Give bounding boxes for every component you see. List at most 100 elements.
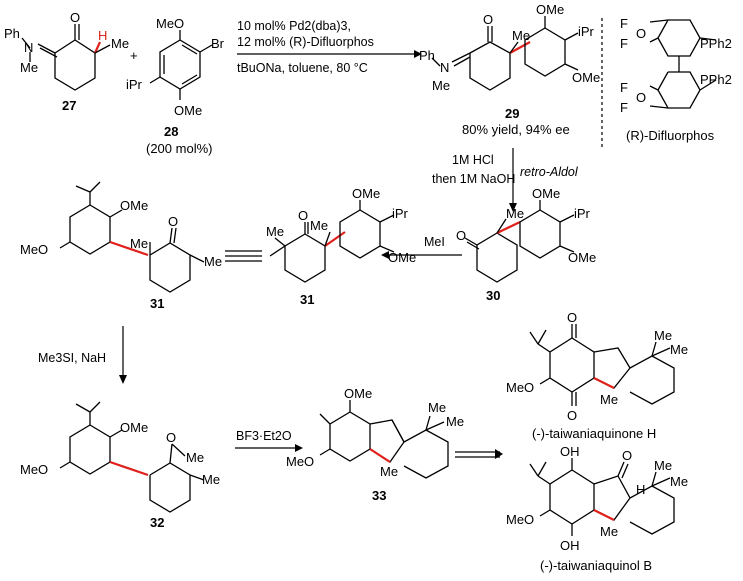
taiwaniaquinol-b-structure: OH OH O MeO H Me Me Me: [506, 444, 688, 553]
compound-33-structure: OMe MeO Me Me Me: [286, 386, 464, 479]
atom-meo-28: MeO: [156, 16, 184, 31]
step1-condition-line3: tBuONa, toluene, 80 °C: [237, 61, 368, 75]
atom-me-27: Me: [111, 36, 129, 51]
atom-oh2-tqb: OH: [560, 538, 580, 553]
step2-right-condition: retro-Aldol: [520, 165, 579, 179]
atom-meo-33: MeO: [286, 454, 314, 469]
atom-me1-31a: Me: [130, 236, 148, 251]
step5-condition: BF3·Et2O: [236, 429, 292, 443]
atom-ome2-30: OMe: [568, 250, 596, 265]
atom-meo-32: MeO: [20, 462, 48, 477]
atom-ome1-29: OMe: [536, 2, 564, 17]
atom-pph2-1-ligand: PPh2: [700, 36, 732, 51]
atom-me1-tqh: Me: [654, 328, 672, 343]
step1-condition-line2: 12 mol% (R)-Difluorphos: [237, 35, 374, 49]
step1-condition-line1: 10 mol% Pd2(dba)3,: [237, 19, 351, 33]
atom-me2-29: Me: [432, 78, 450, 93]
step2-left-condition1: 1M HCl: [452, 153, 494, 167]
atom-o-29: O: [483, 12, 493, 27]
atom-ome2-31b: OMe: [388, 250, 416, 265]
atom-me-30: Me: [506, 206, 524, 221]
atom-me2-27: Me: [20, 60, 38, 75]
atom-f2-ligand: F: [620, 36, 628, 51]
step1-arrowhead: [414, 50, 422, 58]
atom-me3-33: Me: [380, 464, 398, 479]
compound-31b-structure: O Me Me OMe iPr OMe: [266, 186, 416, 283]
compound-label-33: 33: [372, 488, 386, 503]
atom-meo-31a: MeO: [20, 242, 48, 257]
compound-label-28: 28: [164, 124, 178, 139]
atom-f4-ligand: F: [620, 100, 628, 115]
atom-h-tqb: H: [636, 482, 645, 497]
step2-arrowhead: [509, 203, 517, 212]
atom-o-31b: O: [298, 208, 308, 223]
compound-31a-structure: OMe MeO Me O Me: [20, 181, 222, 293]
atom-meo-tqh: MeO: [506, 380, 534, 395]
atom-ome1-31a: OMe: [120, 198, 148, 213]
atom-pph2-2-ligand: PPh2: [700, 72, 732, 87]
atom-meo-tqb: MeO: [506, 512, 534, 527]
compound-30-structure: O Me OMe iPr OMe: [456, 186, 596, 283]
product2-name: (-)-taiwaniaquinol B: [540, 558, 652, 573]
atom-ome1-30: OMe: [532, 186, 560, 201]
compound-label-31a: 31: [150, 296, 164, 311]
atom-ipr-31b: iPr: [392, 206, 409, 221]
compound-28-structure: MeO Br iPr OMe: [126, 16, 225, 118]
step2-left-condition2: then 1M NaOH: [432, 172, 515, 186]
atom-ipr-28: iPr: [126, 77, 143, 92]
multistep-arrow: [455, 449, 503, 459]
compound-label-31b: 31: [300, 292, 314, 307]
atom-ome1-32: OMe: [120, 420, 148, 435]
equivalence-sign: [225, 250, 262, 262]
atom-o-tqb: O: [622, 448, 632, 463]
step3-arrowhead: [381, 251, 389, 259]
compound-label-30: 30: [486, 288, 500, 303]
product1-name: (-)-taiwaniaquinone H: [532, 426, 656, 441]
compound-32-structure: OMe MeO O Me Me: [20, 401, 220, 513]
atom-me2-33: Me: [446, 414, 464, 429]
atom-n-29: N: [440, 60, 449, 75]
step4-condition: Me3SI, NaH: [38, 351, 106, 365]
step3-condition: MeI: [424, 235, 445, 249]
atom-me2-32: Me: [202, 472, 220, 487]
atom-ome2-29: OMe: [572, 70, 600, 85]
plus-sign: +: [130, 48, 138, 63]
step4-arrowhead: [119, 375, 127, 384]
atom-me3-tqh: Me: [600, 392, 618, 407]
atom-me1-tqb: Me: [654, 458, 672, 473]
atom-ph-27: Ph: [4, 26, 20, 41]
taiwaniaquinone-h-structure: O O MeO Me Me Me: [506, 310, 688, 423]
atom-o1-tqh: O: [567, 310, 577, 325]
atom-ome1-33: OMe: [344, 386, 372, 401]
atom-o-31a: O: [168, 214, 178, 229]
compound-29-structure: O Me Ph N Me OMe iPr OMe: [419, 2, 600, 93]
atom-me1-32: Me: [186, 450, 204, 465]
atom-ome1-31b: OMe: [352, 186, 380, 201]
difluorphos-structure: F F F F O O PPh2 PPh2: [620, 16, 732, 115]
atom-me-29: Me: [512, 28, 530, 43]
ligand-name: (R)-Difluorphos: [626, 128, 715, 143]
atom-ome-28: OMe: [174, 103, 202, 118]
atom-f3-ligand: F: [620, 80, 628, 95]
compound-label-29: 29: [505, 106, 519, 121]
compound-28-amount: (200 mol%): [146, 141, 212, 156]
atom-me2-31a: Me: [204, 254, 222, 269]
atom-me2-31b: Me: [310, 218, 328, 233]
atom-o2-ligand: O: [636, 90, 646, 105]
atom-ph-29: Ph: [419, 48, 435, 63]
atom-me1-33: Me: [428, 400, 446, 415]
atom-o1-ligand: O: [636, 26, 646, 41]
atom-o2-tqh: O: [567, 408, 577, 423]
step5-arrowhead: [295, 444, 303, 452]
compound-label-32: 32: [150, 515, 164, 530]
atom-me2-tqb: Me: [670, 474, 688, 489]
compound-29-result: 80% yield, 94% ee: [462, 122, 570, 137]
atom-f1-ligand: F: [620, 16, 628, 31]
compound-27-structure: O H Me Ph N Me: [4, 10, 129, 91]
atom-me2-tqh: Me: [670, 342, 688, 357]
atom-me1-31b: Me: [266, 224, 284, 239]
atom-o-27: O: [70, 10, 80, 25]
atom-n-27: N: [24, 40, 33, 55]
atom-ipr-29: iPr: [578, 24, 595, 39]
